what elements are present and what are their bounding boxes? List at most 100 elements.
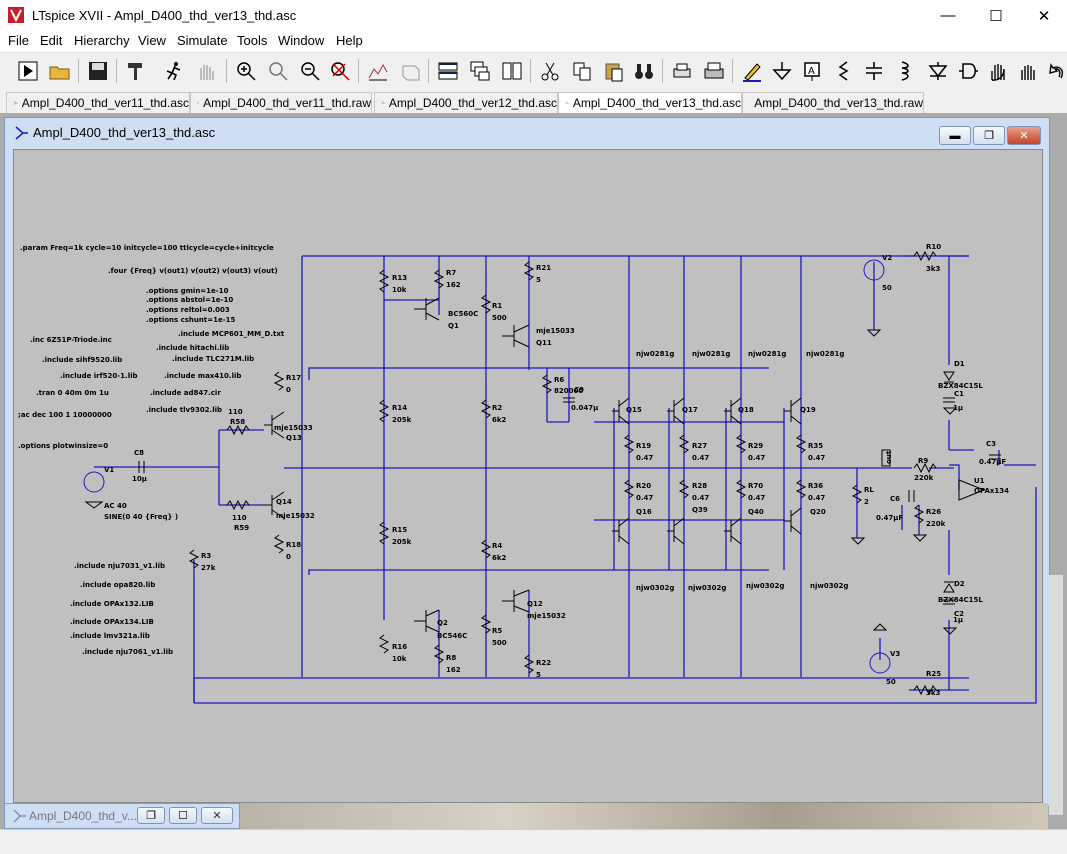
spice-directive[interactable]: .include irf520-1.lib [60,372,138,380]
spice-directive[interactable]: .include lmv321a.lib [70,632,150,640]
inductor-icon[interactable] [890,57,918,85]
svg-text:R35: R35 [808,442,823,450]
copy-icon[interactable] [568,57,596,85]
spice-directive[interactable]: .include TLC271M.lib [172,355,255,363]
zoom-out-icon[interactable] [296,57,324,85]
schematic-icon [13,809,26,823]
svg-text:0.47: 0.47 [808,454,825,462]
title-bar: LTspice XVII - Ampl_D400_thd_ver13_thd.a… [0,0,1067,31]
spice-directive[interactable]: .options abstol=1e-10 [146,296,234,304]
minimized-restore-button[interactable]: ❐ [137,807,165,824]
spice-directive[interactable]: .include sihf9520.lib [42,356,123,364]
control-panel-hammer-icon[interactable] [122,57,150,85]
spice-directive[interactable]: .include tlv9302.lib [146,406,223,414]
capacitor-icon[interactable] [860,57,888,85]
print-icon[interactable] [700,57,728,85]
vertical-scrollbar[interactable] [1049,575,1063,815]
menu-view[interactable]: View [138,33,166,48]
svg-text:R2: R2 [492,404,502,412]
menu-help[interactable]: Help [336,33,363,48]
paste-icon[interactable] [600,57,628,85]
diode-icon[interactable] [924,57,952,85]
find-binoculars-icon[interactable] [630,57,658,85]
svg-text:0: 0 [286,386,291,394]
menu-hierarchy[interactable]: Hierarchy [74,33,130,48]
menu-simulate[interactable]: Simulate [177,33,228,48]
svg-text:1µ: 1µ [953,616,963,624]
cascade-windows-icon[interactable] [466,57,494,85]
component-icon[interactable] [954,57,982,85]
open-folder-icon[interactable] [46,57,74,85]
menu-edit[interactable]: Edit [40,33,63,48]
spice-directive[interactable]: ;ac dec 100 1 10000000 [18,411,112,419]
menu-window[interactable]: Window [278,33,325,48]
cut-icon[interactable] [536,57,564,85]
minimize-button[interactable]: — [940,7,956,24]
run-icon[interactable] [14,57,42,85]
tab-ver11-asc[interactable]: Ampl_D400_thd_ver11_thd.asc [6,92,190,113]
svg-text:R10: R10 [926,243,941,251]
spice-directive[interactable]: .include OPAx132.LIB [70,600,154,608]
spice-directive[interactable]: .options cshunt=1e-15 [146,316,236,324]
zoom-fit-icon[interactable] [326,57,354,85]
toolbar: A [0,52,1067,91]
svg-text:R17: R17 [286,374,301,382]
ltspice-app-icon [8,7,24,23]
minimized-close-button[interactable]: ✕ [201,807,233,824]
tab-ver12-asc[interactable]: Ampl_D400_thd_ver12_thd.asc [374,92,558,113]
spice-directive[interactable]: .include hitachi.lib [156,344,230,352]
halt-hand-icon[interactable] [192,57,220,85]
spice-directive[interactable]: .include ad847.cir [150,389,221,397]
tile-horizontal-icon[interactable] [434,57,462,85]
spice-directive[interactable]: .options plotwinsize=0 [18,442,109,450]
svg-text:Q12: Q12 [527,600,543,608]
label-net-icon[interactable]: A [798,57,826,85]
drag-hand-icon[interactable] [1014,57,1042,85]
spice-directive[interactable]: .options gmin=1e-10 [146,287,229,295]
spice-directive[interactable]: .options reltol=0.003 [146,306,230,314]
minimized-schematic-window[interactable]: Ampl_D400_thd_v... ❐ ☐ ✕ [4,803,240,829]
minimized-maximize-button[interactable]: ☐ [169,807,197,824]
child-restore-button[interactable]: ❐ [973,126,1005,145]
svg-text:162: 162 [446,281,461,289]
autorange-icon[interactable] [364,57,392,85]
schematic-icon [565,101,569,105]
spice-directive[interactable]: .include OPAx134.LIB [70,618,154,626]
save-icon[interactable] [84,57,112,85]
menu-tools[interactable]: Tools [237,33,268,48]
draw-wire-pencil-icon[interactable] [738,57,766,85]
zoom-in-icon[interactable] [232,57,260,85]
svg-text:njw0302g: njw0302g [810,582,848,590]
close-button[interactable]: ✕ [1037,7,1051,25]
svg-text:Q2: Q2 [437,619,448,627]
resistor-icon[interactable] [830,57,858,85]
spice-directive[interactable]: .inc 6Z51P-Triode.inc [30,336,112,344]
spice-directive[interactable]: .include nju7031_v1.lib [74,562,166,570]
tab-ver13-raw[interactable]: Ampl_D400_thd_ver13_thd.raw [742,92,924,113]
ground-icon[interactable] [768,57,796,85]
menu-file[interactable]: File [8,33,29,48]
run-figure-icon[interactable] [160,57,188,85]
child-close-button[interactable]: ✕ [1007,126,1041,145]
spice-directive[interactable]: .include MCP601_MM_D.txt [178,330,285,338]
pan-icon[interactable] [264,57,292,85]
spice-directive[interactable]: .include opa820.lib [80,581,156,589]
spice-directive[interactable]: .param Freq=1k cycle=10 initcycle=100 tt… [20,244,274,252]
tab-ver11-raw[interactable]: Ampl_D400_thd_ver11_thd.raw [190,92,372,113]
move-hand-icon[interactable] [984,57,1012,85]
child-minimize-button[interactable]: ▬ [939,126,971,145]
view-3d-icon[interactable] [396,57,424,85]
svg-text:SINE(0 40 {Freq} ): SINE(0 40 {Freq} ) [104,513,178,521]
spice-directive[interactable]: .tran 0 40m 0m 1u [36,389,109,397]
tab-ver13-asc[interactable]: Ampl_D400_thd_ver13_thd.asc [558,92,742,113]
svg-text:njw0281g: njw0281g [636,350,674,358]
maximize-button[interactable]: ☐ [989,7,1003,25]
undo-icon[interactable] [1042,57,1067,85]
print-setup-icon[interactable] [668,57,696,85]
spice-directive[interactable]: .four {Freq} v(out1) v(out2) v(out3) v(o… [108,267,278,275]
tile-vertical-icon[interactable] [498,57,526,85]
schematic-canvas[interactable]: R13 10k R7 162 R21 5 R1 500 BC560C Q1 mj… [13,149,1043,803]
svg-text:R18: R18 [286,541,301,549]
spice-directive[interactable]: .include max410.lib [164,372,242,380]
spice-directive[interactable]: .include nju7061_v1.lib [82,648,174,656]
